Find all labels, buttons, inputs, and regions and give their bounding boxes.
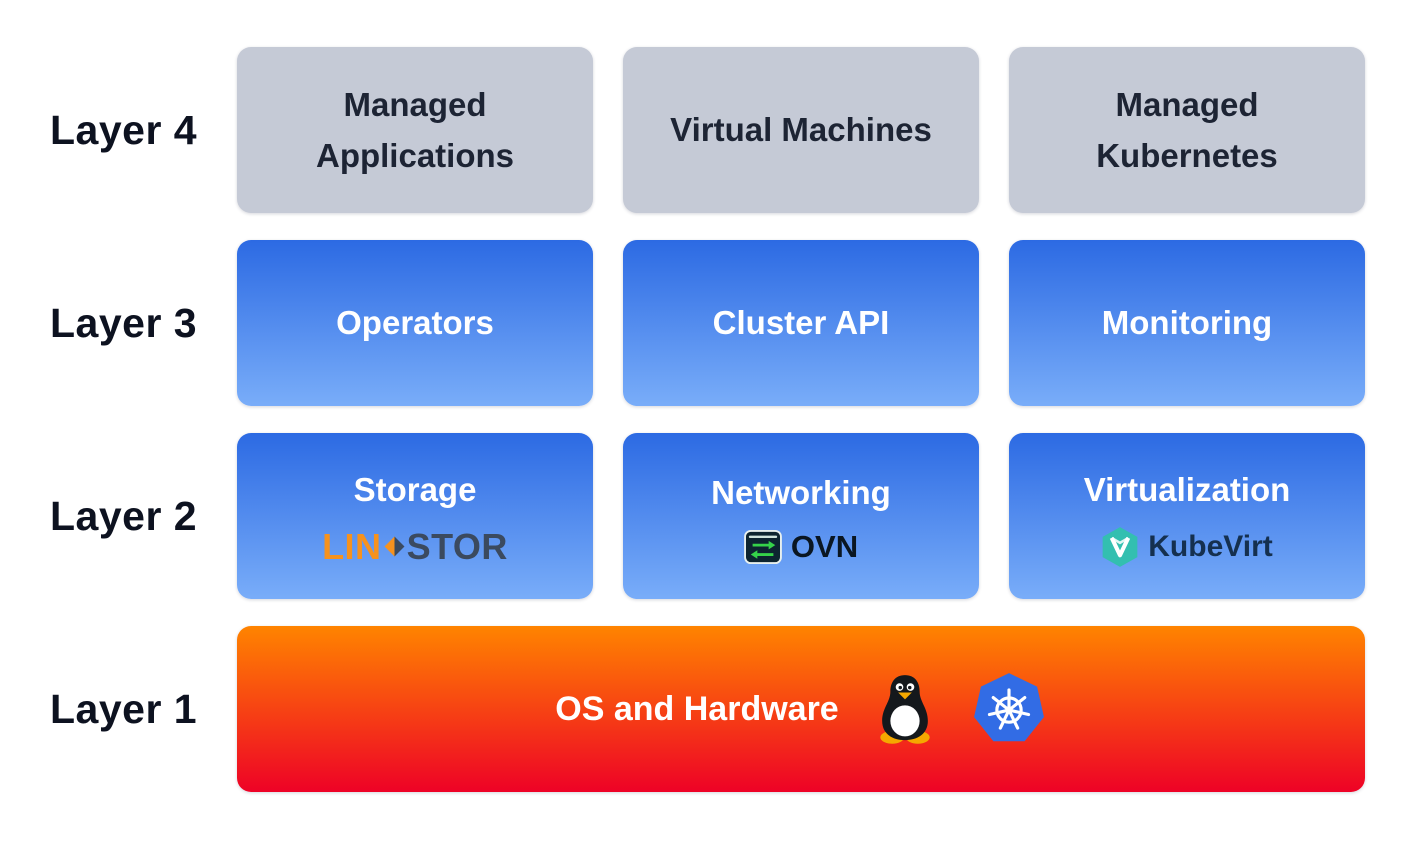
box-title: Networking: [711, 474, 891, 512]
kubevirt-logo: KubeVirt: [1101, 526, 1273, 568]
layer-1-label: Layer 1: [50, 685, 198, 732]
box-virtualization: Virtualization KubeVirt: [1009, 433, 1365, 599]
kubevirt-hexagon-icon: [1101, 526, 1139, 568]
box-title: Operators: [336, 304, 494, 342]
box-title: Monitoring: [1101, 304, 1273, 342]
box-title: Managed Kubernetes: [1096, 85, 1278, 174]
box-title: Virtual Machines: [670, 111, 932, 149]
box-title: Cluster API: [712, 304, 890, 342]
box-cluster-api: Cluster API: [623, 240, 979, 406]
box-os-and-hardware: OS and Hardware: [237, 626, 1365, 792]
box-networking: Networking OVN: [623, 433, 979, 599]
box-operators: Operators: [237, 240, 593, 406]
layer-3-label: Layer 3: [50, 299, 198, 346]
kubernetes-icon: [971, 671, 1047, 747]
kubevirt-logo-text: KubeVirt: [1148, 529, 1273, 563]
box-title: Storage: [353, 471, 477, 509]
linstor-logo-text-stor: STOR: [406, 525, 508, 567]
ovn-icon: [744, 529, 782, 564]
box-storage: Storage LIN STOR: [237, 433, 593, 599]
ovn-logo-text: OVN: [790, 528, 859, 564]
box-managed-applications: Managed Applications: [237, 47, 593, 213]
linstor-diamond-icon: [383, 535, 406, 558]
box-title: Managed Applications: [315, 85, 515, 174]
box-title: Virtualization: [1083, 471, 1291, 509]
ovn-logo: OVN: [744, 529, 858, 565]
box-title: OS and Hardware: [555, 689, 839, 728]
box-monitoring: Monitoring: [1009, 240, 1365, 406]
box-virtual-machines: Virtual Machines: [623, 47, 979, 213]
layer-4-label: Layer 4: [50, 106, 198, 153]
layer-2-label: Layer 2: [50, 492, 198, 539]
linstor-logo-text-lin: LIN: [322, 525, 382, 567]
tux-linux-icon: [873, 673, 937, 745]
box-managed-kubernetes: Managed Kubernetes: [1009, 47, 1365, 213]
linstor-logo: LIN STOR: [322, 526, 508, 568]
